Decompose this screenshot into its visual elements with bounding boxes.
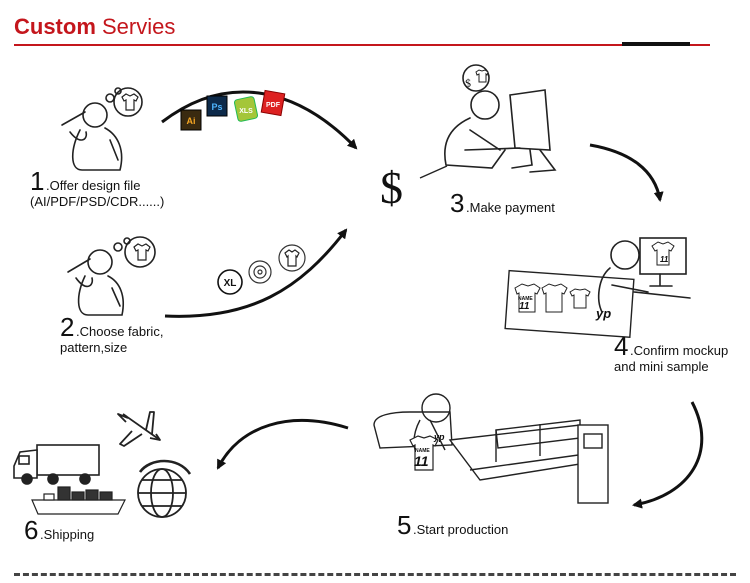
arrow-5-to-6: [216, 419, 349, 470]
monitor-tshirt-icon: [651, 241, 675, 266]
step-1-label: 1 .Offer design file (AI/PDF/PSD/CDR....…: [30, 166, 164, 209]
svg-text:$: $: [465, 76, 471, 90]
production-name: NAME: [415, 448, 430, 454]
file-type-icons: Ai Ps XLS PDF: [180, 89, 286, 131]
truck-icon: [13, 444, 100, 485]
logo-mark-1: yp: [595, 306, 611, 321]
step-3-label: 3 .Make payment: [450, 188, 555, 218]
step-4-text: .Confirm mockup: [630, 343, 728, 358]
title-rule-accent: [622, 42, 690, 46]
step-2-number: 2: [60, 312, 74, 342]
step-2-label: 2 .Choose fabric, pattern,size: [60, 312, 163, 355]
step-5-number: 5: [397, 510, 411, 540]
monitor-number: 11: [660, 255, 669, 264]
step-2-text-2: pattern,size: [60, 340, 127, 355]
step-6-number: 6: [24, 515, 38, 545]
pdf-file-icon: PDF: [266, 102, 281, 109]
logo-mark-2: yp: [433, 432, 445, 442]
svg-text:NAME: NAME: [518, 296, 533, 302]
production-machine-icon: [373, 393, 609, 504]
tshirt-bubble-1-icon: [121, 93, 139, 111]
size-xl-icon: [217, 269, 243, 295]
svg-text:11: 11: [519, 301, 530, 312]
person-at-computer-icon: [444, 64, 557, 173]
header: Custom Servies: [0, 0, 750, 60]
step-5-label: 5 .Start production: [397, 510, 508, 540]
production-number: 11: [414, 453, 429, 469]
ai-file-icon: Ai: [187, 116, 196, 126]
ship-icon: [31, 486, 126, 515]
step-4-label: 4 .Confirm mockup and mini sample: [614, 331, 728, 374]
production-tshirt-icon: [409, 435, 439, 471]
arrow-4-to-5: [632, 401, 704, 509]
globe-icon: [137, 459, 192, 518]
step-2-text: .Choose fabric,: [76, 324, 163, 339]
step-4-number: 4: [614, 331, 628, 361]
page-title: Custom Servies: [14, 14, 175, 40]
size-xl-text: XL: [224, 278, 237, 289]
xls-file-icon: XLS: [239, 108, 253, 115]
step-6-label: 6 .Shipping: [24, 515, 94, 545]
step-4-text-2: and mini sample: [614, 359, 709, 374]
title-rule: [14, 44, 710, 46]
payment-connector: [419, 165, 448, 179]
person-thinking-1-icon: [61, 87, 143, 171]
step-1-text-2: (AI/PDF/PSD/CDR......): [30, 194, 164, 209]
person-thinking-2-icon: [67, 236, 156, 316]
title-rest: Servies: [95, 14, 176, 39]
arrow-1-to-3: [161, 90, 358, 150]
tshirt-bubble-2-icon: [133, 243, 151, 261]
tshirt-pattern-icon: [284, 249, 300, 267]
step-3-number: 3: [450, 188, 464, 218]
mockup-sheet-icon: NAME 11 yp: [504, 269, 635, 339]
airplane-icon: [117, 411, 161, 447]
fabric-roll-icon: [248, 260, 272, 284]
tshirt-dollar-bubble-icon: $: [465, 69, 489, 90]
footer-divider: [14, 573, 736, 576]
title-bold: Custom: [14, 14, 96, 39]
dollar-sign-icon: $: [380, 162, 403, 213]
step-3-text: .Make payment: [466, 200, 555, 215]
arrow-2-to-3: [164, 228, 348, 318]
arrow-3-to-4: [589, 143, 664, 202]
step-6-text: .Shipping: [40, 527, 94, 542]
step-5-text: .Start production: [413, 522, 508, 537]
step-1-text: .Offer design file: [46, 178, 140, 193]
fabric-size-icons: XL: [217, 244, 306, 295]
psd-file-icon: Ps: [211, 102, 222, 112]
step-1-number: 1: [30, 166, 44, 196]
